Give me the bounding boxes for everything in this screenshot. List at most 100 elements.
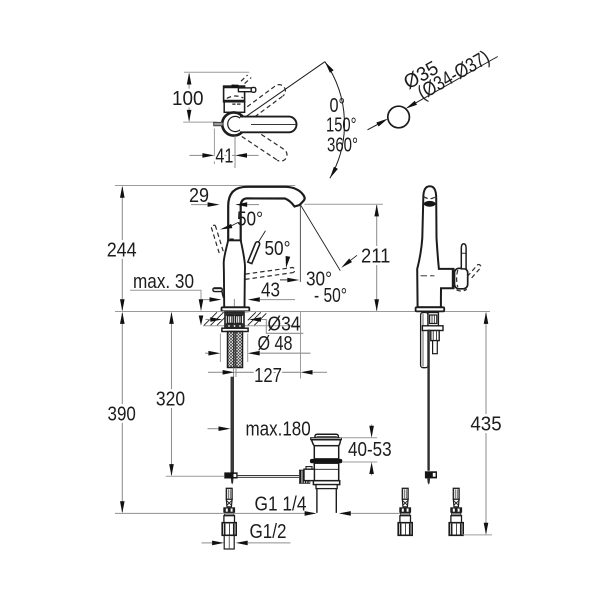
lever-50-right-path-1 [245,266,296,280]
label-dia48: Ø 48 [258,333,293,355]
side-view: 435 [397,185,504,537]
side-below-deck-rect-5 [432,340,438,355]
label-43: 43 [261,280,280,302]
label-29: 29 [189,185,209,207]
dim-320-path-2 [169,464,174,477]
mounting-shank-circle-3 [239,325,241,327]
hole-detail-line-1 [367,124,378,131]
dim-dia34: Ø34 [205,314,304,336]
dim-29-path-2 [235,202,248,207]
dim-g114-path-1 [304,511,317,516]
side-handle-path-3 [460,242,467,270]
dim-max180: max.180 [207,419,311,441]
dim-320-path-1 [169,311,174,324]
swivel-arc-path-3 [329,166,338,179]
dim-244-path-1 [120,185,125,198]
swivel-arc-line-1 [246,61,326,117]
label-211: 211 [361,246,390,268]
dim-435: 435 [462,311,504,536]
side-below-deck-rect-3 [421,325,444,332]
pop-up-waste-path-1 [310,438,342,447]
pop-up-waste-rect-7 [315,483,338,490]
label-angle-360: 360° [327,135,358,157]
label-40-53: 40-53 [348,439,392,461]
label-max30: max. 30 [133,271,194,293]
lever-50-left-path-1 [210,224,224,254]
dim-29-path-1 [207,202,220,207]
side-handle-path-4 [466,263,482,280]
top-view-lever-phantom [240,74,252,85]
side-below-deck-path-1 [427,478,431,485]
side-hose-connector-1 [397,487,414,537]
mounting-shank-rect-2 [225,312,244,316]
top-view-housing-rect-4 [250,86,257,94]
dim-41-path-2 [235,153,247,158]
dim-100: 100 [170,72,206,122]
dim-127: 127 [208,312,327,390]
side-hose-connector-2-use-1 [448,487,465,537]
pop-up-waste-rect-5 [303,468,316,482]
lever-50-right-path-2 [285,256,291,269]
side-below-deck-rect-4 [430,329,440,342]
dim-max30-path-3 [198,315,204,326]
label-435: 435 [470,414,501,436]
label-g114: G1 1/4 [255,494,307,516]
dim-211: 211 [304,203,393,312]
label-spray-30: 30° [306,269,332,291]
pop-up-waste-rect-2 [313,444,340,460]
mounting-shank [221,311,249,369]
dim-43: 43 [203,280,295,302]
side-hose-connector-1-use-1 [397,487,414,537]
dim-dia48-path-1 [208,350,221,356]
dim-dia48-path-2 [247,350,260,356]
pop-up-knob [212,287,225,299]
mounting-shank-circle-1 [228,325,230,327]
side-view-path-1 [423,195,437,200]
top-view-housing-path-3 [231,84,239,88]
pop-up-rod-rect-3 [233,473,237,477]
dim-40-53: 40-53 [339,424,392,476]
dim-244: 244 [104,185,139,312]
label-angle-0: 0° [330,95,346,117]
side-below-deck-rect-6 [424,471,437,479]
top-view-spout [240,115,298,134]
dim-127-path-1 [222,370,235,375]
front-lever-line-1 [257,230,266,243]
dim-40-53-path-2 [369,462,374,474]
side-handle [451,242,482,292]
label-50-right: 50° [265,238,291,260]
front-body [212,238,251,313]
dim-dia34-path-2 [249,317,261,322]
lever-50-left: 50° [210,209,263,254]
hole-detail: Ø35 (Ø34-Ø37) [367,47,498,131]
hole-detail-path-2 [405,100,417,109]
side-hose [419,311,429,369]
swivel-arc: 0° 150° 360° [246,61,358,179]
label-max180: max.180 [246,419,311,441]
pop-up-rod-rect-2 [224,472,238,479]
side-spout-outlet [423,200,436,207]
front-body-path-1 [222,239,246,309]
dim-29: 29 [189,185,259,207]
waste-tailpipe [316,488,337,513]
pop-up-knob-path-1 [221,291,225,299]
dim-max30-path-1 [130,289,202,300]
pop-up-waste-rect-3 [313,462,340,482]
spray-angle-lines-line-2 [300,204,341,271]
dim-41-path-1 [202,153,215,158]
dim-max180-path-1 [218,426,231,432]
front-body-rect-1 [220,306,251,313]
dim-g12-path-2 [235,540,248,546]
dim-41: 41 [189,128,259,170]
dim-dia48: Ø 48 [205,333,311,362]
hole-detail-line-2 [415,56,498,104]
mounting-shank-circle-2 [233,325,236,327]
label-dia34: Ø34 [268,314,301,336]
top-view-housing [222,84,257,114]
label-390: 390 [108,404,136,426]
front-lever [246,230,266,265]
spray-angle-lines-path-1 [341,258,352,268]
dim-g12: G1/2 [201,521,291,546]
dim-244-path-2 [120,299,125,312]
